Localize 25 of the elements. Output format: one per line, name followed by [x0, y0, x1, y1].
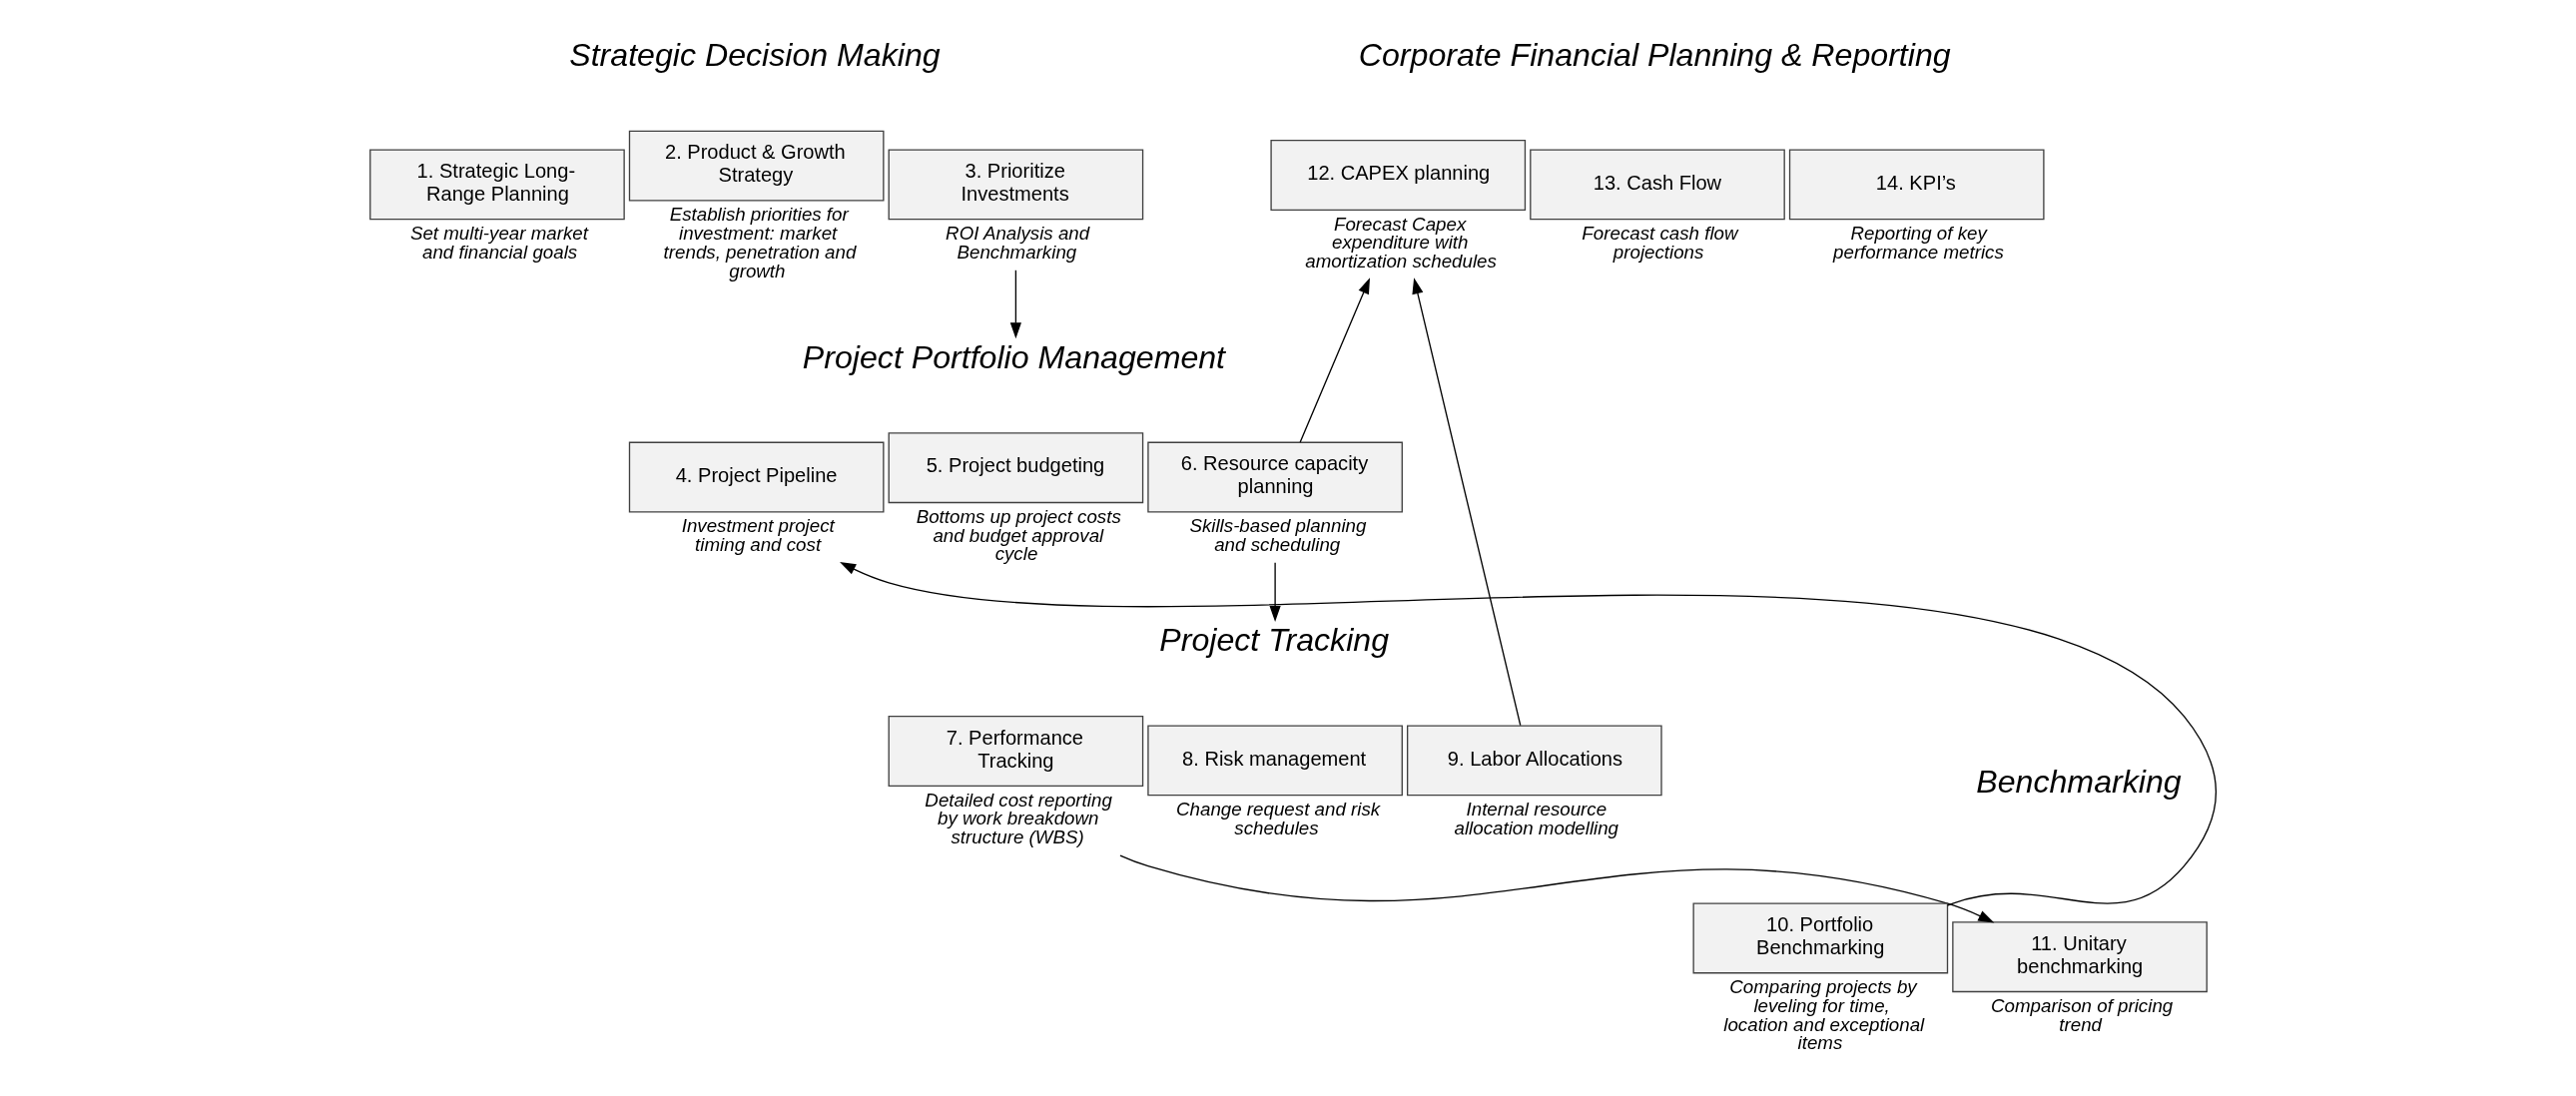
node-label: Forecast cash flow projections [1581, 223, 1738, 263]
node-label: Comparing projects by leveling for time, location and exceptional items [1722, 976, 1924, 1054]
node-label: Set multi-year market and financial goals [409, 223, 588, 263]
node-label: Investment project timing and cost [681, 515, 835, 555]
arrow [1269, 562, 1281, 623]
node-text: Project Tracking [1158, 622, 1389, 659]
arrow [1009, 270, 1021, 339]
node-label: Detailed cost reporting by work breakdown structure (WBS) [924, 789, 1112, 848]
node-label: Skills-based planning and scheduling [1188, 515, 1366, 555]
node-label: Bottoms up project costs and budget approval cycle [916, 505, 1121, 565]
node-label: Comparison of pricing trend [1990, 994, 2173, 1035]
node-label: Establish priorities for investment: market trends, penetration and growth [663, 204, 856, 281]
node-label: Internal resource allocation modelling [1454, 799, 1618, 838]
arrow [1299, 277, 1370, 443]
arrow [839, 562, 2217, 906]
node-label: Reporting of key performance metrics [1832, 223, 2004, 263]
node-text: Project Portfolio Management [802, 338, 1225, 375]
node-label: ROI Analysis and Benchmarking [945, 223, 1089, 263]
arrow [1118, 854, 1994, 923]
node-label: Forecast Capex expenditure with amortization schedules [1304, 213, 1497, 273]
node-text: Strategic Decision Making [568, 36, 941, 73]
node-label: Change request and risk schedules [1175, 799, 1380, 838]
node-text: Benchmarking [1975, 764, 2182, 801]
node-text: Corporate Financial Planning & Reporting [1358, 36, 1951, 73]
arrow [1411, 277, 1521, 727]
